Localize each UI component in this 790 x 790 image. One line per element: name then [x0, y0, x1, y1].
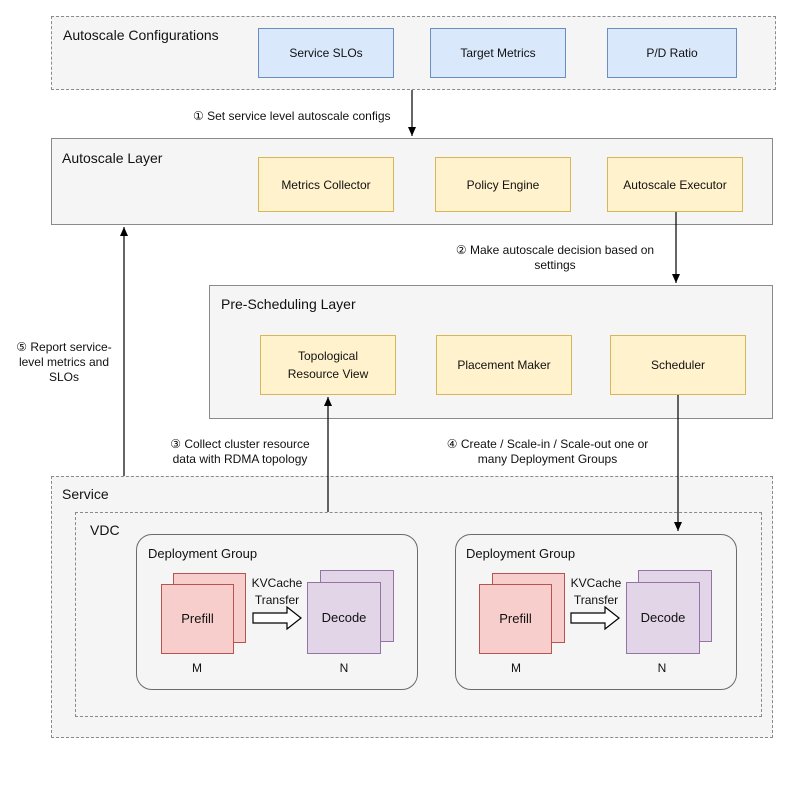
- deployment-group-2-title: Deployment Group: [466, 546, 576, 561]
- vdc-title: VDC: [90, 522, 120, 538]
- step-4-line-1: ④ Create / Scale-in / Scale-out one or: [446, 437, 649, 451]
- step-2-line-2: settings: [534, 258, 576, 272]
- step-5-line-3: SLOs: [48, 370, 79, 384]
- placement-maker-box: Placement Maker: [436, 335, 572, 395]
- policy-engine-box: Policy Engine: [435, 157, 571, 212]
- pd-ratio-box: P/D Ratio: [607, 28, 737, 78]
- step-5-line-2: level metrics and: [18, 355, 110, 369]
- kvcache-transfer-label-1: KVCache Transfer: [251, 576, 303, 607]
- m-label-2: M: [511, 661, 521, 675]
- prefill-box-1: Prefill: [161, 584, 234, 654]
- step-3-line-2: data with RDMA topology: [172, 452, 308, 466]
- target-metrics-box: Target Metrics: [430, 28, 566, 78]
- service-slos-box: Service SLOs: [258, 28, 394, 78]
- step-2-label: ② Make autoscale decision based on setti…: [440, 243, 670, 273]
- m-label-1: M: [192, 661, 202, 675]
- autoscale-configurations-title: Autoscale Configurations: [63, 27, 219, 43]
- scheduler-box: Scheduler: [610, 335, 746, 395]
- kvcache-transfer-label-2: KVCache Transfer: [570, 576, 622, 607]
- decode-box-1: Decode: [307, 582, 381, 654]
- step-4-line-2: many Deployment Groups: [477, 452, 618, 466]
- step-1-label: ① Set service level autoscale configs: [193, 109, 391, 123]
- kvcache-arrow-1: [252, 605, 302, 631]
- service-title: Service: [62, 486, 109, 502]
- kvcache-arrow-2: [570, 605, 620, 631]
- deployment-group-1-title: Deployment Group: [148, 546, 258, 561]
- step-5-line-1: ⑤ Report service-: [16, 340, 112, 354]
- prefill-box-2: Prefill: [479, 584, 552, 654]
- decode-box-2: Decode: [626, 582, 700, 654]
- autoscale-layer-title: Autoscale Layer: [62, 150, 163, 166]
- step-3-label: ③ Collect cluster resource data with RDM…: [160, 437, 320, 467]
- step-4-label: ④ Create / Scale-in / Scale-out one or m…: [430, 437, 665, 467]
- step-2-line-1: ② Make autoscale decision based on: [455, 243, 655, 257]
- topological-resource-view-box: Topological Resource View: [260, 335, 396, 395]
- step-5-label: ⑤ Report service- level metrics and SLOs: [14, 340, 114, 385]
- n-label-1: N: [339, 661, 349, 675]
- n-label-2: N: [657, 661, 667, 675]
- autoscale-executor-box: Autoscale Executor: [607, 157, 743, 212]
- metrics-collector-box: Metrics Collector: [258, 157, 394, 212]
- step-3-line-1: ③ Collect cluster resource: [170, 437, 310, 451]
- prescheduling-layer-title: Pre-Scheduling Layer: [221, 296, 356, 312]
- vdc-container: [75, 512, 762, 717]
